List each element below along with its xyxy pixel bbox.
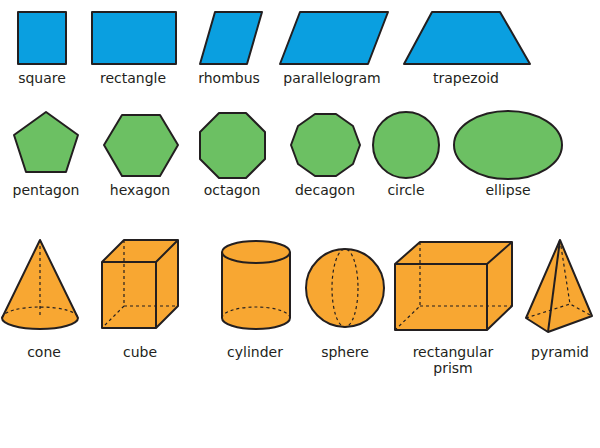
shape-name: octagon <box>204 182 261 198</box>
shape-name: trapezoid <box>433 70 499 86</box>
shape-name: ellipse <box>485 182 530 198</box>
sphere-shape <box>306 249 384 327</box>
square-shape <box>18 12 66 64</box>
prism-hidden-lines <box>395 242 512 330</box>
shape-name: pyramid <box>531 344 589 360</box>
shape-name: cylinder <box>227 344 283 360</box>
rhombus-shape <box>200 12 262 64</box>
pyramid-edge <box>548 240 560 332</box>
shape-name: parallelogram <box>283 70 381 86</box>
shape-name: square <box>18 70 66 86</box>
shape-name: rhombus <box>198 70 260 86</box>
shape-name: rectangular prism <box>403 344 503 376</box>
shape-name: decagon <box>295 182 355 198</box>
rectangular-prism-shape <box>395 242 512 330</box>
pentagon-shape <box>14 112 78 172</box>
cube-hidden-lines <box>102 240 178 328</box>
cylinder-top-edge <box>222 252 290 263</box>
cylinder-shape <box>222 241 290 329</box>
shape-name: cone <box>27 344 61 360</box>
hexagon-shape <box>104 115 178 176</box>
shape-name: hexagon <box>110 182 170 198</box>
prism-edges <box>395 242 512 330</box>
pyramid-hidden-lines <box>526 240 592 318</box>
decagon-shape <box>291 114 360 176</box>
parallelogram-shape <box>280 12 388 64</box>
cube-shape <box>102 240 178 328</box>
trapezoid-shape <box>404 12 530 64</box>
ellipse-shape <box>454 111 562 179</box>
cube-edges <box>102 240 178 328</box>
shape-name: pentagon <box>13 182 80 198</box>
octagon-shape <box>200 113 265 178</box>
shape-name: cube <box>123 344 157 360</box>
circle-shape <box>373 112 439 178</box>
cone-hidden-lines <box>2 240 78 318</box>
shape-name: sphere <box>321 344 369 360</box>
pyramid-shape <box>526 240 592 332</box>
rectangle-shape <box>92 12 176 64</box>
cylinder-hidden-edge <box>222 307 290 318</box>
cone-shape <box>2 240 78 329</box>
shape-name: rectangle <box>100 70 166 86</box>
sphere-meridian <box>332 249 358 327</box>
shape-name: circle <box>387 182 424 198</box>
